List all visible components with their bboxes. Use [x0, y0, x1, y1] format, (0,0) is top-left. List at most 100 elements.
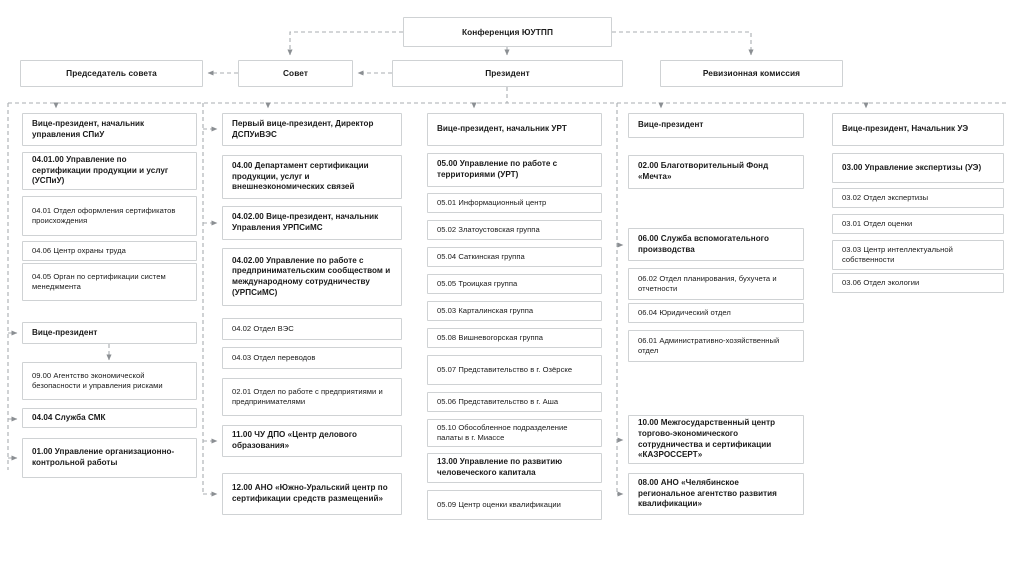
node-col-4-item-6[interactable]: 10.00 Межгосударственный центр торгово-э… — [628, 415, 804, 464]
node-label: 04.03 Отдел переводов — [232, 353, 316, 363]
node-col-3-item-8[interactable]: 05.07 Представительство в г. Озёрске — [427, 355, 602, 385]
node-label: 06.02 Отдел планирования, бухучета и отч… — [638, 274, 777, 293]
node-conference[interactable]: Конференция ЮУТПП — [403, 17, 612, 47]
node-label: 03.01 Отдел оценки — [842, 219, 913, 229]
node-label: 12.00 АНО «Южно-Уральский центр по серти… — [232, 483, 388, 503]
node-label: 10.00 Межгосударственный центр торгово-э… — [638, 418, 776, 460]
node-label: Ревизионная комиссия — [702, 68, 801, 79]
column-head-col-1[interactable]: Вице-президент, начальник управления СПи… — [22, 113, 197, 146]
node-col-3-item-9[interactable]: 05.06 Представительство в г. Аша — [427, 392, 602, 412]
node-label: 04.04 Служба СМК — [32, 412, 106, 422]
node-label: Первый вице-президент, Директор ДСПУиВЭС — [232, 118, 374, 139]
node-col-5-item-4[interactable]: 03.03 Центр интеллектуальной собственнос… — [832, 240, 1004, 270]
node-col-5-item-5[interactable]: 03.06 Отдел экологии — [832, 273, 1004, 293]
column-head-col-3[interactable]: Вице-президент, начальник УРТ — [427, 113, 602, 146]
node-label: 03.02 Отдел экспертизы — [842, 193, 929, 203]
node-label: 05.05 Троицкая группа — [437, 279, 518, 289]
node-col-2-item-5[interactable]: 04.03 Отдел переводов — [222, 347, 402, 369]
node-col-5-item-2[interactable]: 03.02 Отдел экспертизы — [832, 188, 1004, 208]
node-col-1-item-2[interactable]: 04.01 Отдел оформления сертификатов прои… — [22, 196, 197, 236]
node-label: 05.00 Управление по работе с территориям… — [437, 159, 558, 179]
node-col-2-item-7[interactable]: 11.00 ЧУ ДПО «Центр делового образования… — [222, 425, 402, 457]
node-label: 05.07 Представительство в г. Озёрске — [437, 365, 573, 375]
node-label: 05.04 Саткинская группа — [437, 252, 525, 262]
node-chairman[interactable]: Председатель совета — [20, 60, 203, 87]
node-col-3-item-6[interactable]: 05.03 Карталинская группа — [427, 301, 602, 321]
node-col-1-item-3[interactable]: 04.06 Центр охраны труда — [22, 241, 197, 261]
node-col-3-item-4[interactable]: 05.04 Саткинская группа — [427, 247, 602, 267]
node-col-1-item-4[interactable]: 04.05 Орган по сертификации систем менед… — [22, 263, 197, 301]
node-label: 01.00 Управление организационно-контроль… — [32, 447, 175, 467]
node-label: 04.05 Орган по сертификации систем менед… — [32, 272, 166, 291]
node-col-5-item-3[interactable]: 03.01 Отдел оценки — [832, 214, 1004, 234]
node-col-3-item-3[interactable]: 05.02 Златоустовская группа — [427, 220, 602, 240]
node-col-1-item-8[interactable]: 01.00 Управление организационно-контроль… — [22, 438, 197, 478]
node-label: 04.02.00 Управление по работе с предприн… — [232, 255, 391, 297]
node-label: 05.03 Карталинская группа — [437, 306, 534, 316]
node-label: 04.01.00 Управление по сертификации прод… — [32, 155, 169, 186]
node-col-5-item-1[interactable]: 03.00 Управление экспертизы (УЭ) — [832, 153, 1004, 183]
node-label: Президент — [485, 68, 530, 79]
node-label: Совет — [282, 68, 309, 79]
node-label: Вице-президент, начальник УРТ — [437, 124, 567, 134]
node-label: 05.10 Обособленное подразделение палаты … — [437, 423, 568, 442]
node-col-1-item-5[interactable]: Вице-президент — [22, 322, 197, 344]
node-label: 13.00 Управление по развитию человеческо… — [437, 457, 563, 477]
node-label: 09.00 Агентство экономической безопаснос… — [32, 371, 163, 390]
node-label: 03.00 Управление экспертизы (УЭ) — [842, 162, 982, 172]
node-label: 08.00 АНО «Челябинское региональное аген… — [638, 478, 777, 509]
node-col-3-item-11[interactable]: 13.00 Управление по развитию человеческо… — [427, 453, 602, 483]
node-label: Председатель совета — [66, 68, 157, 79]
node-label: Вице-президент — [638, 120, 704, 130]
node-label: 04.02.00 Вице-президент, начальник Управ… — [232, 212, 379, 232]
node-label: Вице-президент, начальник управления СПи… — [32, 118, 145, 139]
node-col-4-item-4[interactable]: 06.04 Юридический отдел — [628, 303, 804, 323]
node-label: Конференция ЮУТПП — [461, 26, 554, 37]
node-label: 11.00 ЧУ ДПО «Центр делового образования… — [232, 430, 357, 450]
node-label: 06.01 Административно-хозяйственный отде… — [638, 336, 780, 355]
node-label: 03.03 Центр интеллектуальной собственнос… — [842, 245, 953, 264]
node-label: 06.00 Служба вспомогательного производст… — [638, 233, 769, 254]
node-col-3-item-12[interactable]: 05.09 Центр оценки квалификации — [427, 490, 602, 520]
node-col-3-item-7[interactable]: 05.08 Вишневогорская группа — [427, 328, 602, 348]
node-col-1-item-1[interactable]: 04.01.00 Управление по сертификации прод… — [22, 152, 197, 190]
node-col-3-item-1[interactable]: 05.00 Управление по работе с территориям… — [427, 153, 602, 187]
node-audit-commission[interactable]: Ревизионная комиссия — [660, 60, 843, 87]
node-label: 04.01 Отдел оформления сертификатов прои… — [32, 206, 176, 225]
column-head-col-2[interactable]: Первый вице-президент, Директор ДСПУиВЭС — [222, 113, 402, 146]
node-label: Вице-президент, Начальник УЭ — [842, 124, 969, 134]
node-label: 04.02 Отдел ВЭС — [232, 324, 294, 334]
node-label: 03.06 Отдел экологии — [842, 278, 920, 288]
node-col-2-item-3[interactable]: 04.02.00 Управление по работе с предприн… — [222, 248, 402, 306]
node-council[interactable]: Совет — [238, 60, 353, 87]
node-col-4-item-7[interactable]: 08.00 АНО «Челябинское региональное аген… — [628, 473, 804, 515]
node-label: Вице-президент — [32, 327, 98, 337]
node-label: 05.06 Представительство в г. Аша — [437, 397, 559, 407]
node-label: 04.00 Департамент сертификации продукции… — [232, 161, 369, 192]
node-col-2-item-6[interactable]: 02.01 Отдел по работе с предприятиями и … — [222, 378, 402, 416]
node-label: 05.09 Центр оценки квалификации — [437, 500, 561, 510]
node-col-2-item-2[interactable]: 04.02.00 Вице-президент, начальник Управ… — [222, 206, 402, 240]
node-col-1-item-6[interactable]: 09.00 Агентство экономической безопаснос… — [22, 362, 197, 400]
node-president[interactable]: Президент — [392, 60, 623, 87]
node-label: 02.01 Отдел по работе с предприятиями и … — [232, 387, 383, 406]
node-label: 05.01 Информационный центр — [437, 198, 547, 208]
node-col-2-item-4[interactable]: 04.02 Отдел ВЭС — [222, 318, 402, 340]
node-col-2-item-1[interactable]: 04.00 Департамент сертификации продукции… — [222, 155, 402, 199]
node-col-2-item-8[interactable]: 12.00 АНО «Южно-Уральский центр по серти… — [222, 473, 402, 515]
node-label: 05.02 Златоустовская группа — [437, 225, 540, 235]
node-col-4-item-1[interactable]: 02.00 Благотворительный Фонд «Мечта» — [628, 155, 804, 189]
node-label: 02.00 Благотворительный Фонд «Мечта» — [638, 161, 769, 181]
node-label: 04.06 Центр охраны труда — [32, 246, 126, 256]
node-label: 05.08 Вишневогорская группа — [437, 333, 544, 343]
node-col-4-item-3[interactable]: 06.02 Отдел планирования, бухучета и отч… — [628, 268, 804, 300]
node-col-3-item-10[interactable]: 05.10 Обособленное подразделение палаты … — [427, 419, 602, 447]
node-col-4-item-2[interactable]: 06.00 Служба вспомогательного производст… — [628, 228, 804, 261]
node-col-3-item-2[interactable]: 05.01 Информационный центр — [427, 193, 602, 213]
column-head-col-4[interactable]: Вице-президент — [628, 113, 804, 138]
node-col-4-item-5[interactable]: 06.01 Административно-хозяйственный отде… — [628, 330, 804, 362]
column-head-col-5[interactable]: Вице-президент, Начальник УЭ — [832, 113, 1004, 146]
node-col-1-item-7[interactable]: 04.04 Служба СМК — [22, 408, 197, 428]
node-col-3-item-5[interactable]: 05.05 Троицкая группа — [427, 274, 602, 294]
